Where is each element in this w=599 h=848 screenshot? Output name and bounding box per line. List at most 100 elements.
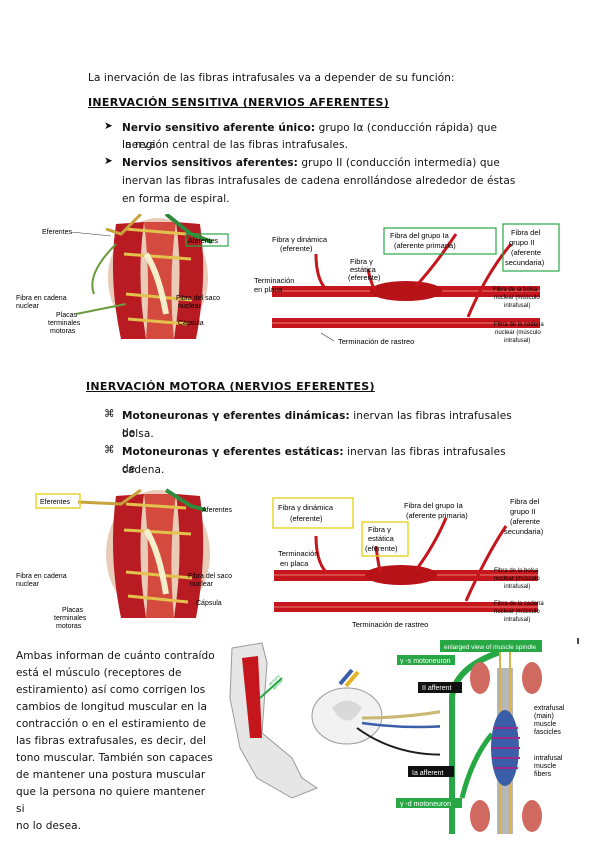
label-extrafusal-3: muscle — [534, 721, 556, 728]
motor-item-2-line1: Motoneuronas γ eferentes estáticas: iner… — [122, 444, 522, 478]
label-placas-2: terminales — [48, 320, 81, 327]
closing-line: Ambas informan de cuánto contraído — [16, 650, 215, 662]
label-enlarged-view: enlarged view of muscle spindle — [444, 644, 537, 651]
label-cadena-1: Fibra de la cadena — [494, 322, 544, 328]
label-intrafusal-3: fibers — [534, 771, 552, 778]
arrow-bullet-icon: ➤ — [104, 120, 113, 132]
label-eferentes: Eferentes — [40, 499, 70, 506]
label-capsula: Cápsula — [178, 320, 204, 327]
label-cadena-3: intrafusal) — [504, 617, 530, 623]
closing-line: las fibras extrafusales, es decir, del — [16, 735, 207, 747]
muscle-spindle-figure-1: Aferentes Eferentes Fibra en cadena nucl… — [16, 214, 560, 346]
fiber-diagram — [272, 233, 540, 328]
label-estatica-3: (eferente) — [348, 273, 381, 282]
label-gamma-s: γ -s motoneuron — [400, 658, 451, 665]
label-ii-3: (aferente — [511, 248, 541, 257]
label-cadena-2: nuclear (músculo — [494, 609, 540, 615]
label-cadena-1: Fibra de la cadena — [494, 601, 544, 607]
intro-text: La inervación de las fibras intrafusales… — [88, 72, 455, 84]
label-ii-2: grupo II — [510, 507, 535, 516]
motor-item-1-line1: Motoneuronas γ eferentes dinámicas: iner… — [122, 408, 522, 442]
label-placas-3: motoras — [50, 328, 76, 335]
spindle-illustration — [75, 214, 213, 339]
closing-line: no lo desea. — [16, 820, 82, 832]
closing-line: tono muscular. También son capaces — [16, 752, 213, 764]
label-ia-1: Fibra del grupo Ia — [390, 231, 450, 240]
label-ia-1: Fibra del grupo Ia — [404, 501, 464, 510]
label-ii-4: secundaria) — [504, 527, 544, 536]
label-ii-afferent: II afferent — [422, 685, 452, 692]
label-ia-2: (aferente primaria) — [394, 241, 456, 250]
command-bullet-icon: ⌘ — [104, 444, 115, 456]
label-bolsa-2: nuclear (músculo — [494, 576, 540, 582]
label-dinamica-1: Fibra γ dinámica — [278, 503, 334, 512]
label-eferentes: Eferentes — [42, 229, 72, 236]
label-intrafusal-2: muscle — [534, 763, 556, 770]
label-extrafusal-4: fascicles — [534, 729, 561, 736]
arrow-bullet-icon: ➤ — [104, 155, 113, 167]
motor-item-1-text: inervan las fibras intrafusales de — [122, 410, 512, 439]
sensory-item-2-title: Nervios sensitivos aferentes: — [122, 157, 298, 169]
label-cadena-2: nuclear (músculo — [495, 330, 541, 336]
label-placas-1: Placas — [62, 607, 84, 614]
closing-line: que la persona no quiere mantener si — [16, 786, 206, 815]
label-bolsa-3: intrafusal) — [504, 303, 530, 309]
closing-line: de mantener una postura muscular — [16, 769, 206, 781]
label-ii-3: (aferente — [510, 517, 540, 526]
closing-paragraph: Ambas informan de cuánto contraído está … — [16, 648, 216, 835]
muscle-spindle-figure-2: Eferentes Aferentes Fibra en cadena nucl… — [16, 488, 544, 630]
label-fibra-cadena-2: nuclear — [16, 303, 40, 310]
label-bolsa-1: Fibra de la bolsa — [494, 568, 539, 574]
motor-item-2-title: Motoneuronas γ eferentes estáticas: — [122, 446, 344, 458]
spindle-illustration — [77, 488, 210, 618]
command-bullet-icon: ⌘ — [104, 408, 115, 420]
fiber-diagram — [274, 517, 538, 612]
label-estatica-1: Fibra γ — [368, 525, 391, 534]
label-estatica-3: (eferente) — [365, 544, 398, 553]
label-fibra-saco-2: nuclear — [178, 303, 202, 310]
label-placas-3: motoras — [56, 623, 82, 630]
motor-item-2-line2: cadena. — [122, 464, 165, 476]
closing-line: contracción o en el estiramiento de — [16, 718, 207, 730]
sensory-item-1-line1: Nervio sensitivo aferente único: grupo I… — [122, 120, 522, 154]
label-gamma-d: γ -d motoneuron — [400, 801, 451, 808]
label-capsula: Cápsula — [196, 600, 222, 607]
sensory-item-1-title: Nervio sensitivo aferente único: — [122, 122, 316, 134]
label-fibra-saco-2: nuclear — [190, 581, 214, 588]
label-cadena-3: intrafusal) — [504, 338, 530, 344]
sensory-item-2-line1: Nervios sensitivos aferentes: grupo II (… — [122, 155, 522, 172]
label-bolsa-3: intrafusal) — [504, 584, 530, 590]
label-dinamica-2: (eferente) — [280, 244, 313, 253]
label-term-placa-1: Terminación — [254, 276, 294, 285]
label-placas-2: terminales — [54, 615, 87, 622]
sensory-item-1-text: grupo Iα (conducción rápida) que inerva — [122, 122, 498, 151]
label-term-placa-2: en placa — [254, 285, 283, 294]
label-intrafusal-1: intrafusal — [534, 755, 563, 762]
label-aferentes: Aferentes — [188, 238, 218, 245]
label-bolsa-1: Fibra de la bolsa — [493, 287, 538, 293]
label-dinamica-1: Fibra γ dinámica — [272, 235, 328, 244]
label-aferentes: Aferentes — [202, 507, 232, 514]
closing-line: está el músculo (receptores de — [16, 667, 182, 679]
sensory-item-2-text: grupo II (conducción intermedia) que — [297, 157, 500, 169]
label-fibra-saco-1: Fibra del saco — [176, 295, 220, 302]
label-placas-1: Placas — [56, 312, 78, 319]
label-extrafusal-2: (main) — [534, 713, 554, 720]
label-ii-1: Fibra del — [511, 228, 541, 237]
label-term-placa-2: en placa — [280, 559, 309, 568]
sensory-item-2-line3: en forma de espiral. — [122, 193, 230, 205]
motor-item-1-line2: bolsa. — [122, 428, 154, 440]
label-rastreo: Terminación de rastreo — [338, 337, 414, 346]
label-ii-4: secundaria) — [505, 258, 545, 267]
motor-item-2-text: inervan las fibras intrafusales de — [122, 446, 506, 475]
label-estatica-1: Fibra γ — [350, 257, 373, 266]
label-ii-2: grupo II — [509, 238, 534, 247]
label-fibra-cadena-1: Fibra en cadena — [16, 295, 67, 302]
label-estatica-2: estática — [368, 534, 395, 543]
closing-line: cambios de longitud muscular en la — [16, 701, 208, 713]
sensory-item-1-line2: la región central de las fibras intrafus… — [122, 139, 349, 151]
label-term-placa-1: Terminación — [278, 549, 318, 558]
label-fibra-cadena-1: Fibra en cadena — [16, 573, 67, 580]
label-dinamica-2: (eferente) — [290, 514, 323, 523]
spinal-reflex-figure: sensory spindle enlarged view of muscle … — [222, 638, 580, 834]
